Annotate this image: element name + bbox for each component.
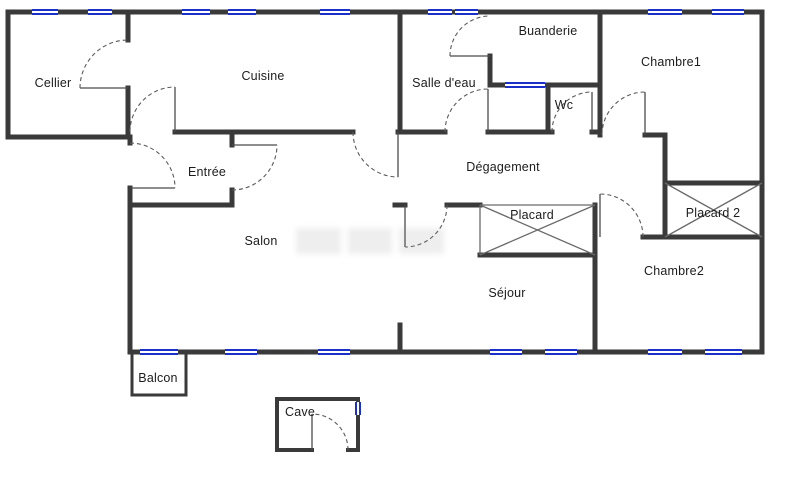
room-label-salon: Salon [244,234,278,248]
door-swing-arcs [79,15,646,451]
room-label-cave: Cave [285,405,315,419]
watermark-blob [399,228,445,254]
room-label-cellier: Cellier [34,76,72,90]
room-label-sejour: Séjour [488,286,526,300]
door-leaves [80,55,646,450]
watermark-blob [296,228,341,254]
room-label-placard: Placard [510,208,554,222]
closet-cross-lines [479,182,763,256]
room-label-cuisine: Cuisine [241,69,285,83]
room-label-buanderie: Buanderie [518,24,578,38]
room-label-chambre2: Chambre2 [644,264,704,278]
room-label-placard2: Placard 2 [685,206,741,220]
watermark-blob [347,228,393,254]
watermark [296,216,445,266]
cave-walls [275,397,360,452]
room-label-entree: Entrée [187,165,227,179]
room-label-chambre1: Chambre1 [641,55,701,69]
room-label-degagement: Dégagement [466,160,540,174]
windows [32,9,744,415]
room-label-salle-deau: Salle d'eau [412,76,476,90]
balcony-walls [130,350,188,397]
room-label-balcon: Balcon [138,371,178,385]
room-label-wc: Wc [554,98,574,112]
